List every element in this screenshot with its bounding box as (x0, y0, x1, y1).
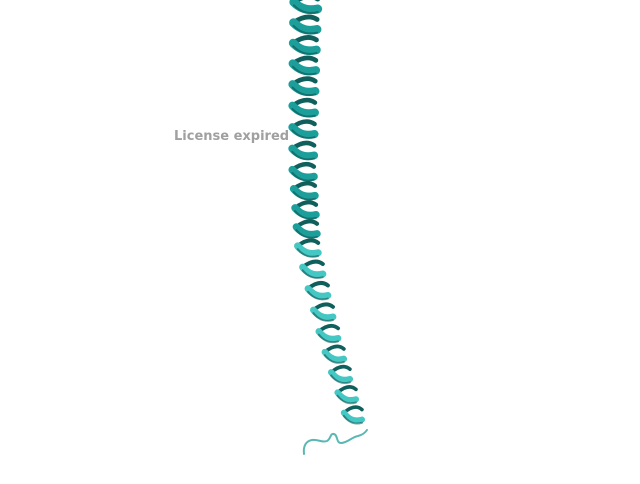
helix-turn-front (327, 369, 354, 384)
helix-turn-edge (292, 45, 318, 55)
helix-turn-front (334, 389, 360, 404)
helix-turn-edge (295, 229, 319, 239)
helix-turn-front (292, 223, 321, 239)
helix-turn-front (291, 204, 320, 220)
helix-turn-front (288, 165, 318, 182)
helix-turn-front (310, 306, 337, 322)
helix-turn-edge (291, 65, 317, 76)
helix-turn-edge (296, 248, 320, 258)
helix-turn-front (304, 285, 332, 300)
helix-turn-front (299, 263, 327, 279)
helix-turn-edge (336, 394, 357, 405)
helix-turn-front (294, 242, 322, 258)
helix-turn-edge (317, 333, 340, 344)
helix-turn-front (315, 328, 342, 343)
helix-turn-edge (291, 107, 316, 118)
helix-turn-front (288, 144, 319, 161)
helix-turn-front (289, 185, 319, 201)
helix-turn-front (289, 18, 322, 35)
helix-turn-edge (292, 24, 319, 35)
coil-tail (302, 429, 368, 455)
helix-turn-edge (292, 4, 319, 14)
helix-turn-edge (342, 414, 363, 425)
helix-turn-edge (323, 354, 345, 364)
helix-turn-edge (307, 290, 329, 301)
helix-turn-edge (291, 150, 316, 161)
helix-turn-front (288, 123, 319, 139)
helix-turn-edge (312, 312, 334, 322)
helix-turn-front (288, 38, 321, 56)
helix-turn-front (321, 348, 348, 363)
helix-turn-front (289, 0, 323, 15)
helix-turn-edge (301, 269, 324, 279)
helix-turn-edge (294, 210, 317, 220)
helix-turn-edge (291, 86, 317, 97)
alpha-helix (288, 0, 366, 425)
helix-turn-front (288, 80, 320, 97)
helix-turn-front (288, 59, 321, 76)
helix-turn-edge (291, 171, 315, 182)
license-watermark: License expired (174, 129, 290, 144)
helix-turn-front (340, 409, 366, 424)
helix-turn-edge (330, 374, 351, 385)
helix-turn-edge (292, 191, 316, 201)
helix-turn-front (288, 101, 320, 118)
helix-turn-edge (291, 129, 316, 139)
